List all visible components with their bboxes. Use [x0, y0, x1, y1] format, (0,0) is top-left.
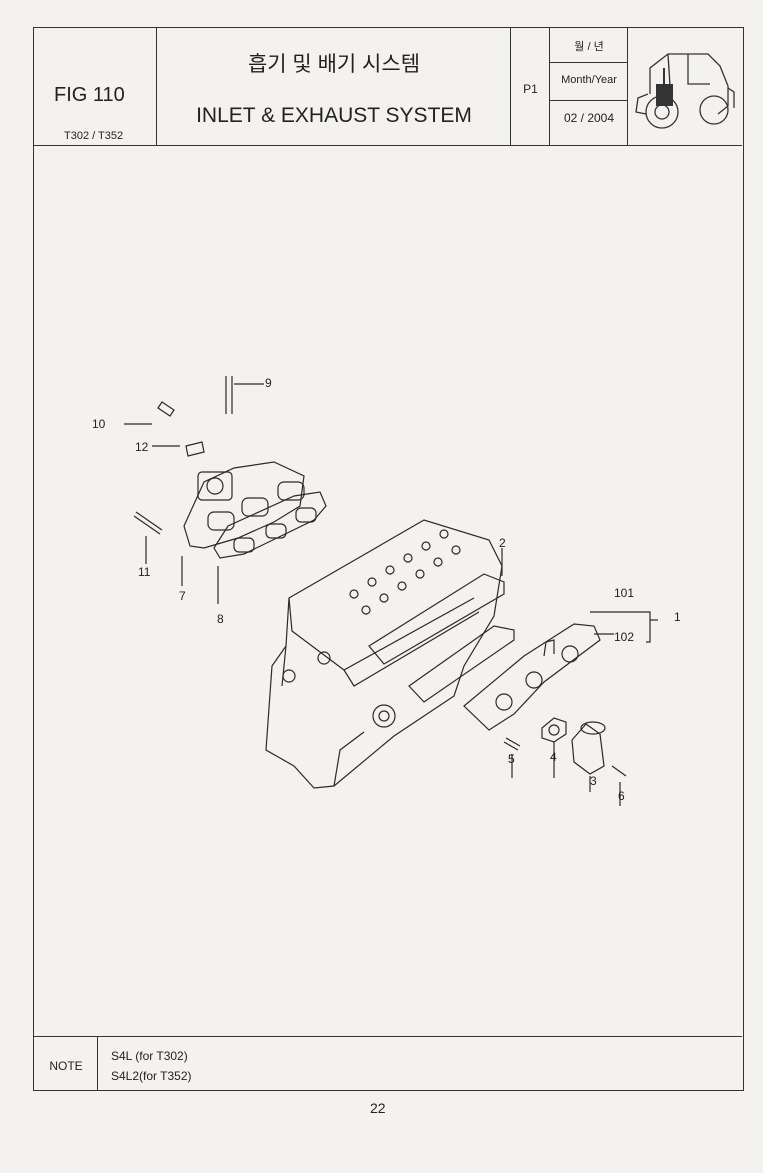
bolt-6	[611, 765, 627, 777]
exhaust-manifold	[183, 461, 305, 549]
tractor-cell	[628, 28, 742, 145]
note-label: NOTE	[49, 1059, 83, 1073]
title-english: INLET & EXHAUST SYSTEM	[196, 104, 472, 127]
note-line-1: S4L (for T302)	[111, 1049, 188, 1063]
callout-9: 9	[265, 376, 272, 390]
tractor-icon	[635, 53, 735, 129]
note-section: NOTE S4L (for T302) S4L2(for T352)	[34, 1036, 742, 1091]
callout-8: 8	[217, 612, 224, 626]
callout-3: 3	[590, 774, 597, 788]
page-number: 22	[370, 1100, 386, 1116]
title-korean: 흡기 및 배기 시스템	[247, 53, 421, 76]
callout-101: 101	[614, 586, 635, 600]
date-value: 02 / 2004	[563, 111, 615, 125]
outlet-elbow	[571, 723, 605, 775]
callout-11: 11	[138, 565, 151, 579]
callout-12: 12	[135, 440, 149, 454]
page-code: P1	[523, 82, 538, 96]
date-divider	[550, 62, 628, 63]
title-cell: 흡기 및 배기 시스템 INLET & EXHAUST SYSTEM	[157, 28, 511, 145]
head-bolt-holes	[349, 529, 461, 615]
month-year-korean: 월 / 년	[574, 41, 604, 53]
fig-cell: FIG 110 T302 / T352	[34, 28, 157, 145]
note-label-cell: NOTE	[34, 1037, 98, 1091]
intake-gasket	[368, 573, 505, 665]
callout-102: 102	[614, 630, 635, 644]
callout-1: 1	[674, 610, 681, 624]
intake-manifold	[463, 623, 601, 731]
callout-10: 10	[92, 417, 106, 431]
bolt-5	[503, 737, 521, 751]
plate-12	[185, 441, 205, 457]
stud-9	[225, 376, 233, 414]
exhaust-gasket	[213, 491, 327, 559]
month-year-label: Month/Year	[561, 74, 617, 86]
page-frame: FIG 110 T302 / T352 흡기 및 배기 시스템 INLET & …	[33, 27, 744, 1091]
callout-4: 4	[550, 750, 557, 764]
callout-6: 6	[618, 789, 625, 803]
models-label: T302 / T352	[64, 130, 124, 142]
callout-7: 7	[179, 589, 186, 603]
date-divider	[550, 100, 628, 101]
note-line-2: S4L2(for T352)	[111, 1069, 192, 1083]
page-code-cell: P1	[511, 28, 550, 145]
date-cell: 월 / 년 Month/Year 02 / 2004	[550, 28, 628, 145]
bolt-10	[157, 401, 175, 417]
intake-gasket-2	[408, 625, 515, 703]
flange-gasket	[541, 717, 567, 743]
engine-block	[265, 519, 503, 789]
header: FIG 110 T302 / T352 흡기 및 배기 시스템 INLET & …	[34, 28, 742, 146]
callout-5: 5	[508, 752, 515, 766]
callout-2: 2	[499, 536, 506, 550]
bolt-11	[133, 511, 163, 535]
fig-label: FIG 110	[54, 84, 125, 106]
exploded-diagram	[124, 376, 658, 806]
